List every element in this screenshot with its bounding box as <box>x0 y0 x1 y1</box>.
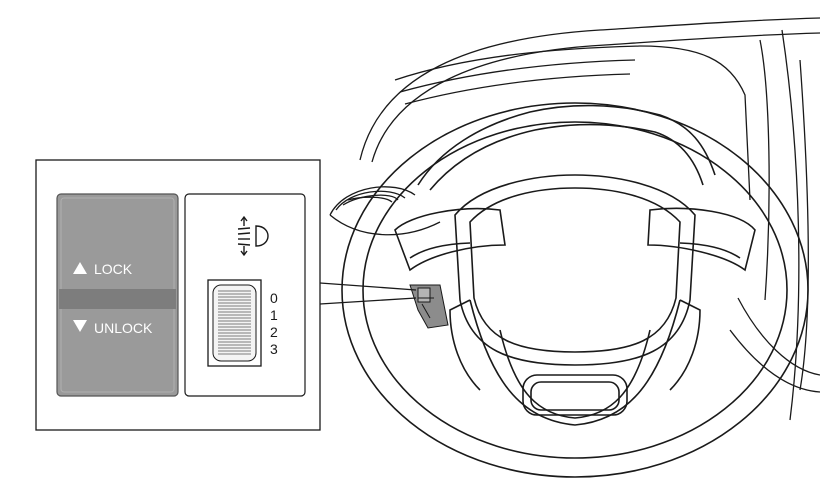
steering-wheel <box>341 102 809 478</box>
position-label-2: 2 <box>270 324 278 340</box>
position-label-0: 0 <box>270 290 278 306</box>
position-label-1: 1 <box>270 307 278 323</box>
headlight-leveling-icon <box>237 215 269 257</box>
lock-label: LOCK <box>94 261 133 277</box>
lock-unlock-switch: LOCK UNLOCK <box>56 193 179 397</box>
leader-lines <box>319 282 417 305</box>
lock-up-arrow-icon <box>73 262 87 274</box>
unlock-down-arrow-icon <box>73 320 87 332</box>
dashboard <box>329 17 820 421</box>
control-location-highlight <box>409 284 449 329</box>
position-label-3: 3 <box>270 341 278 357</box>
leveling-positions: 0 1 2 3 <box>270 290 278 357</box>
unlock-label: UNLOCK <box>94 320 153 336</box>
headlight-leveling-panel: 0 1 2 3 <box>184 193 306 397</box>
leveling-thumbwheel <box>207 279 262 367</box>
detail-inset: LOCK UNLOCK <box>35 159 321 431</box>
